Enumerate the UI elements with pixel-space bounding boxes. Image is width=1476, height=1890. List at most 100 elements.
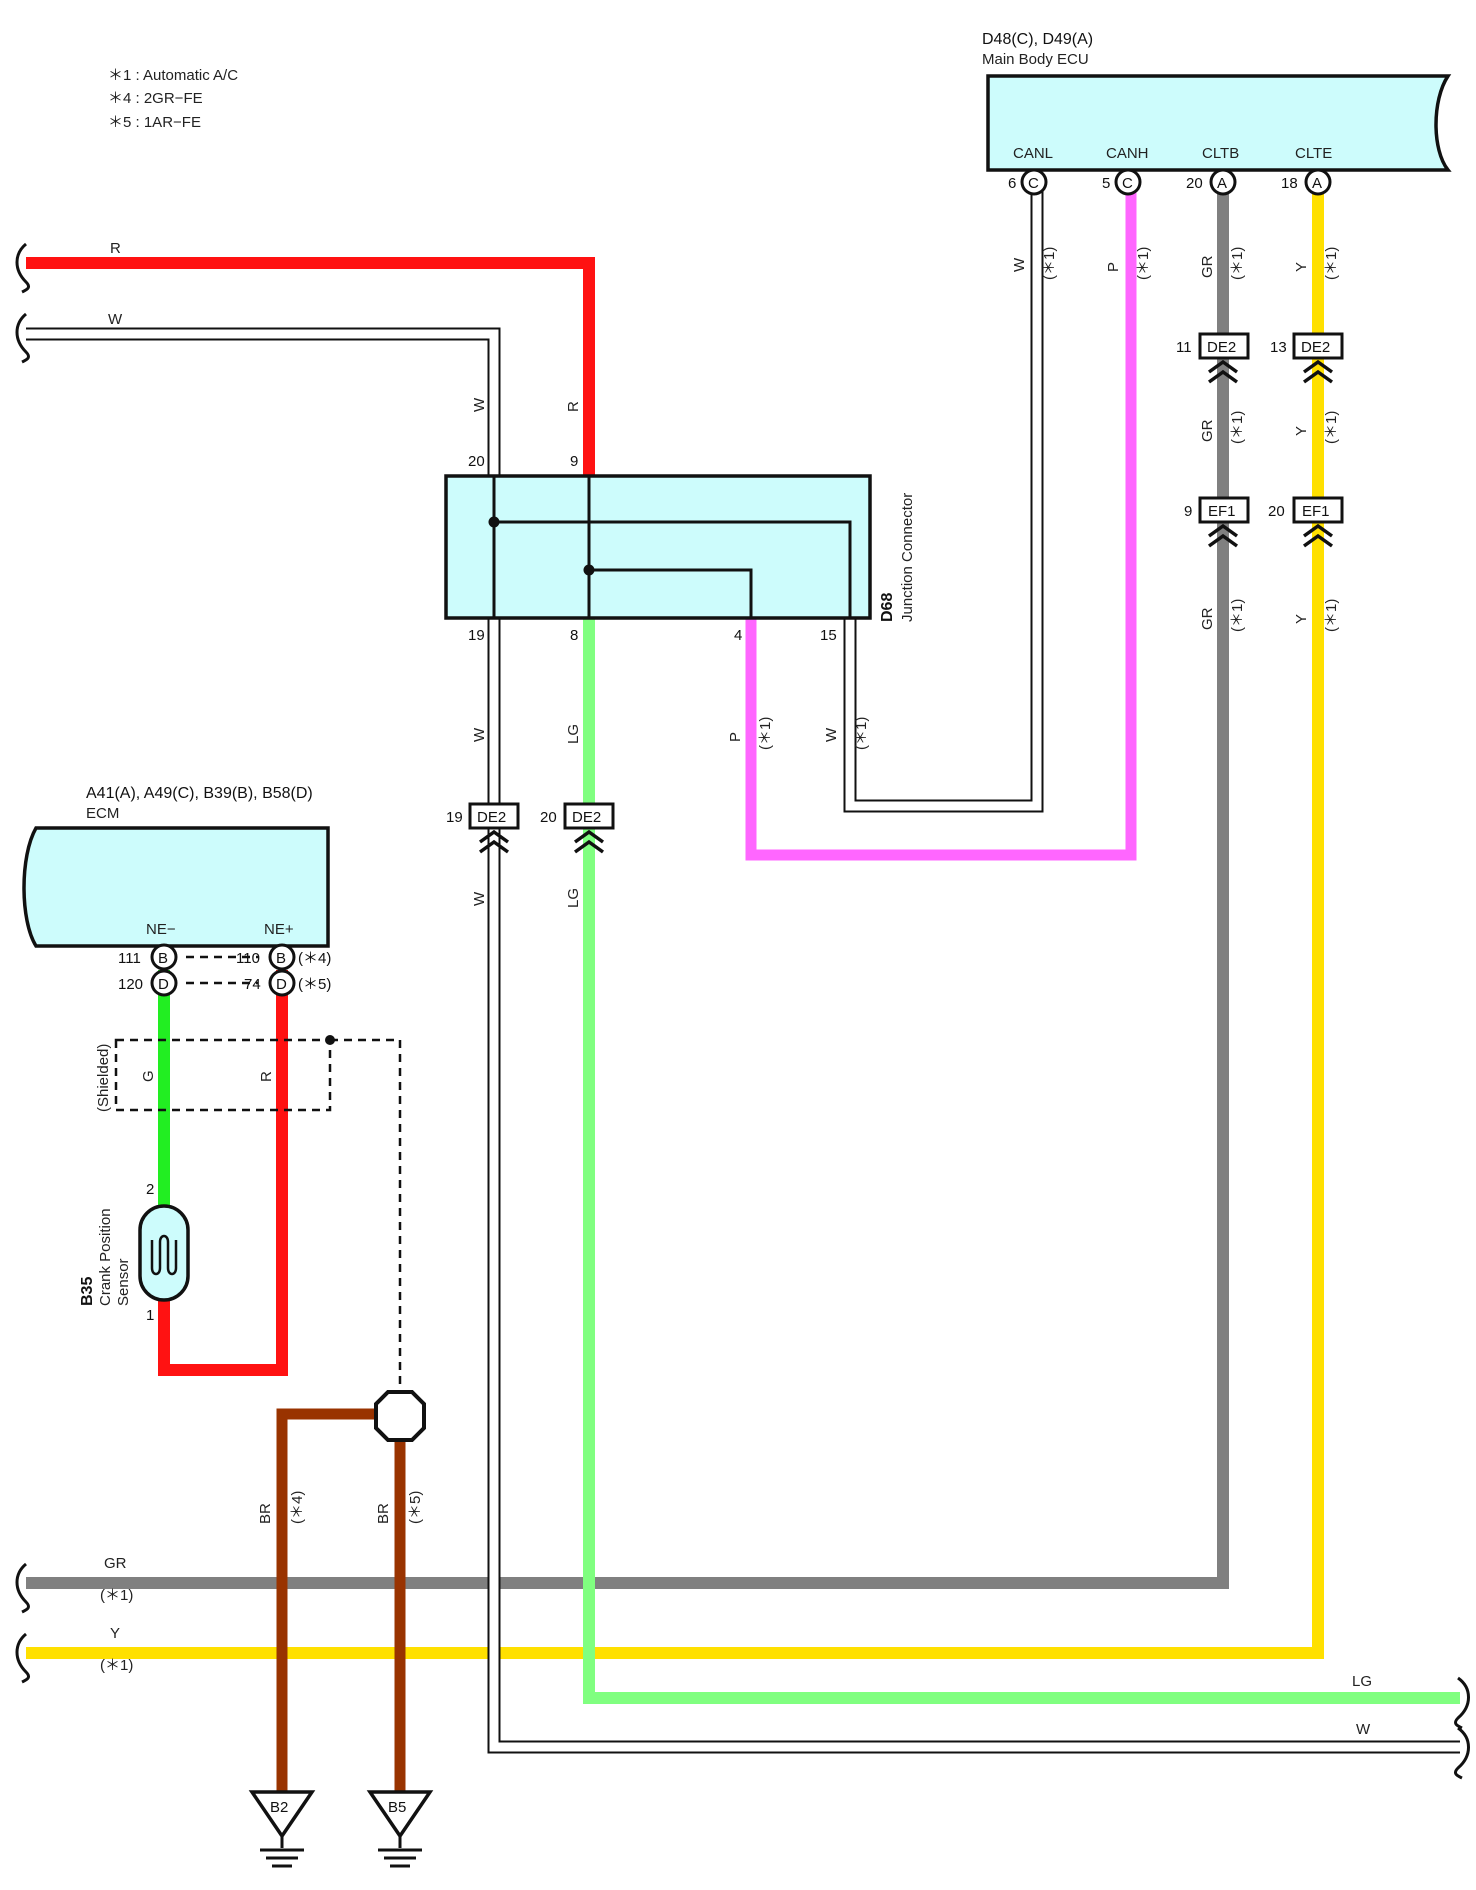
conn-num: 11 xyxy=(1176,339,1192,356)
ground-triangle xyxy=(366,1790,434,1840)
ground-b5[interactable]: B5 xyxy=(366,1790,434,1868)
junction-box xyxy=(444,474,872,620)
wire-w-top[interactable] xyxy=(26,327,501,478)
lbl-n1-gr-3: (＊1) xyxy=(1229,599,1246,632)
ecm-box xyxy=(22,826,330,948)
pin-canl[interactable]: 6 C xyxy=(1008,168,1048,196)
sensor-body xyxy=(138,1204,190,1302)
wire-gr-cltb[interactable] xyxy=(26,191,1229,1589)
conn-tag xyxy=(563,802,615,830)
ecm-pin-120[interactable]: 120 D xyxy=(118,969,178,997)
pin-num-canl: 6 xyxy=(1008,175,1016,192)
lbl-n1-canh: (＊1) xyxy=(1135,247,1152,280)
lbl-y-2: Y xyxy=(1293,426,1310,436)
junction-dot xyxy=(488,516,500,528)
lbl-gr-3: GR xyxy=(1199,607,1216,630)
ground-triangle xyxy=(248,1790,316,1840)
pin-num-clte: 18 xyxy=(1281,175,1298,192)
wire-w-bottom-core xyxy=(489,618,1460,1752)
conn-letter: B xyxy=(276,950,286,967)
pin-label-canl: CANL xyxy=(1013,145,1053,162)
wire-p-canh[interactable] xyxy=(745,191,1137,861)
lbl-w-de2: W xyxy=(471,891,488,906)
wire-y-clte[interactable] xyxy=(26,191,1324,1659)
connector-ef1-20[interactable]: 20 EF1 xyxy=(1268,496,1344,548)
wire-w-top-core xyxy=(26,329,499,478)
sensor-ref: B35 xyxy=(79,1277,96,1306)
jc-pin-4: 4 xyxy=(734,627,742,644)
conn-letter: C xyxy=(1122,175,1133,192)
sensor-name-1: Crank Position xyxy=(97,1208,114,1306)
ground-b2[interactable]: B2 xyxy=(248,1790,316,1868)
conn-letter: A xyxy=(1217,175,1227,192)
pin-canh[interactable]: 5 C xyxy=(1102,168,1142,196)
lbl-gr-1: GR xyxy=(1199,255,1216,278)
shield-drain xyxy=(330,1038,402,1392)
conn-tag xyxy=(1198,496,1250,524)
pin-label-cltb: CLTB xyxy=(1202,145,1239,162)
conn-circle xyxy=(150,969,178,997)
pin-cltb[interactable]: 20 A xyxy=(1186,168,1237,196)
shield-box xyxy=(114,1038,332,1112)
main-body-ecu: D48(C), D49(A) Main Body ECU CANL CANH C… xyxy=(982,31,1452,196)
junction-dot xyxy=(583,564,595,576)
conn-num: 20 xyxy=(540,809,557,826)
wire-lg[interactable] xyxy=(583,618,1460,1704)
connector-ef1-9[interactable]: 9 EF1 xyxy=(1184,496,1250,548)
wire-r-sensor[interactable] xyxy=(158,970,288,1376)
connector-chevron-icon xyxy=(573,829,605,854)
pin-num: 110 xyxy=(236,950,260,967)
pin-clte[interactable]: 18 A xyxy=(1281,168,1332,196)
jc-pin-15: 15 xyxy=(820,627,837,644)
conn-circle xyxy=(1020,168,1048,196)
pin-num: 74 xyxy=(244,976,261,993)
connector-chevron-icon xyxy=(1207,523,1239,548)
lbl-gr-2: GR xyxy=(1199,419,1216,442)
junction-name: Junction Connector xyxy=(899,493,916,622)
conn-num: 13 xyxy=(1270,339,1287,356)
lbl-lg-de2: LG xyxy=(565,888,582,908)
ecm-pin-ne-plus: NE+ xyxy=(264,921,294,938)
conn-circle xyxy=(268,969,296,997)
jc-pin-19: 19 xyxy=(468,627,485,644)
note-1: ＊1 : Automatic A/C xyxy=(108,67,238,84)
note-4: ＊4 : 2GR−FE xyxy=(108,90,203,107)
connector-chevron-icon xyxy=(1302,523,1334,548)
wire-w-canl-core xyxy=(845,191,1042,811)
ecm-pin-111[interactable]: 111 B xyxy=(118,943,178,971)
conn-tag xyxy=(1292,496,1344,524)
conn-letter: B xyxy=(158,950,168,967)
wire-r-top[interactable] xyxy=(26,257,595,478)
connector-de2-11[interactable]: 11 DE2 xyxy=(1176,332,1250,384)
main-body-ecu-name: Main Body ECU xyxy=(982,51,1089,68)
coil-icon xyxy=(150,1234,178,1276)
ecm-pin-110[interactable]: 110 B (＊4) xyxy=(236,943,331,971)
crank-position-sensor[interactable]: 2 1 B35 Crank Position Sensor xyxy=(79,1181,190,1324)
connector-de2-19[interactable]: 19 DE2 xyxy=(446,802,520,854)
ecu-wire-labels: W (＊1) P (＊1) GR (＊1) Y (＊1) GR (＊1) Y (… xyxy=(1011,247,1340,632)
conn-circle xyxy=(1114,168,1142,196)
lbl-w-top: W xyxy=(471,397,488,412)
conn-tag xyxy=(1198,332,1250,360)
conn-tag xyxy=(1292,332,1344,360)
connector-de2-20[interactable]: 20 DE2 xyxy=(540,802,615,854)
junction-wire-labels: W R W LG P (＊1) W (＊1) W LG xyxy=(471,397,870,908)
conn-circle xyxy=(268,943,296,971)
lbl-br-b2: BR xyxy=(257,1503,274,1524)
wire-w-canl[interactable] xyxy=(843,191,1044,813)
lbl-n1-canl: (＊1) xyxy=(1041,247,1058,280)
wire-br-b2[interactable] xyxy=(276,1408,375,1795)
conn-name: DE2 xyxy=(1301,339,1330,356)
lbl-y-3: Y xyxy=(1293,614,1310,624)
ecm-pin-74[interactable]: 74 D (＊5) xyxy=(244,969,331,997)
main-body-ecu-ref: D48(C), D49(A) xyxy=(982,31,1093,48)
ground-label: B5 xyxy=(388,1799,406,1816)
conn-circle xyxy=(1209,168,1237,196)
conn-num: 20 xyxy=(1268,503,1285,520)
lbl-p-4: P xyxy=(727,732,744,742)
connector-de2-13[interactable]: 13 DE2 xyxy=(1270,332,1344,384)
pin-num-cltb: 20 xyxy=(1186,175,1203,192)
conn-name: DE2 xyxy=(477,809,506,826)
pin-label-clte: CLTE xyxy=(1295,145,1332,162)
lbl-r-top: R xyxy=(565,401,582,412)
